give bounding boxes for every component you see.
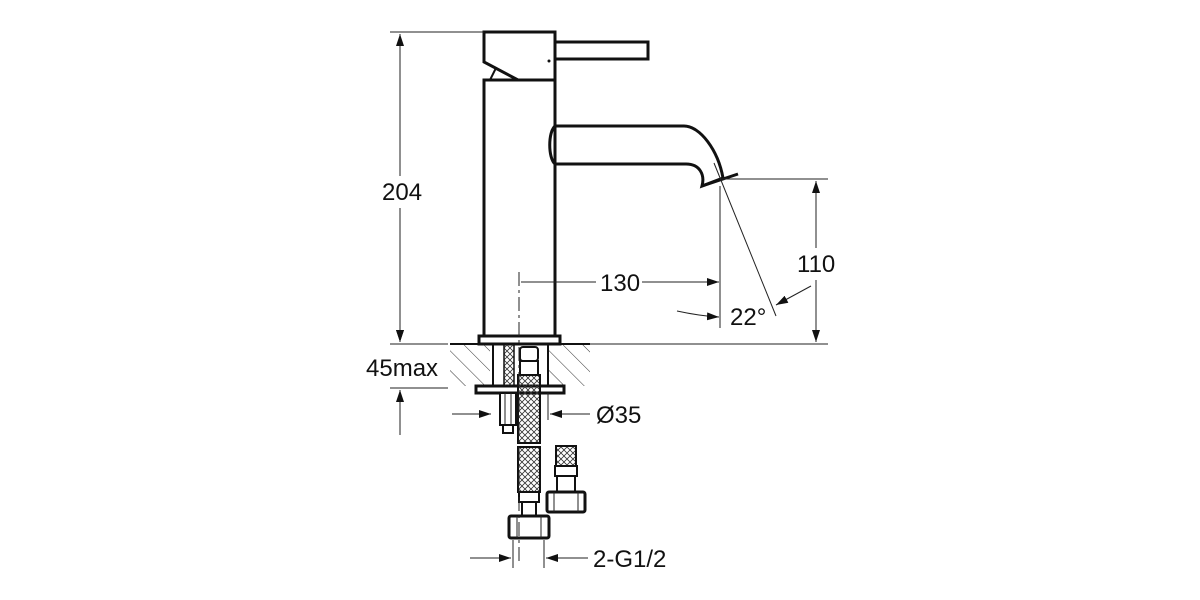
tap-body [477, 30, 739, 346]
dim-overall-height: 204 [382, 31, 484, 342]
indicator-dot [547, 59, 551, 63]
dim-label-204: 204 [382, 179, 422, 206]
handle-cap-chamfer [483, 61, 498, 81]
dim-spout-height: 110 [720, 178, 835, 342]
spout [548, 124, 725, 189]
dim-connections: 2-G1/2 [470, 540, 666, 573]
dim-label-45max: 45max [366, 355, 438, 382]
lever-handle [553, 40, 650, 61]
dim-label-22deg: 22° [730, 304, 766, 331]
deck-section [450, 343, 828, 395]
dim-hole-diameter: Ø35 [452, 393, 641, 429]
dim-label-130: 130 [600, 270, 640, 297]
spout-outlet [701, 172, 739, 188]
dim-deck-thickness: 45max [366, 318, 448, 435]
hose-nut-1 [507, 514, 551, 540]
dim-spout-angle: 22° [676, 162, 812, 331]
dim-label-g12: 2-G1/2 [593, 546, 666, 573]
hose-nut-2 [545, 490, 587, 514]
dim-label-d35: Ø35 [596, 402, 641, 429]
dim-label-110: 110 [797, 251, 835, 278]
dim-spout-reach: 130 [521, 186, 721, 328]
